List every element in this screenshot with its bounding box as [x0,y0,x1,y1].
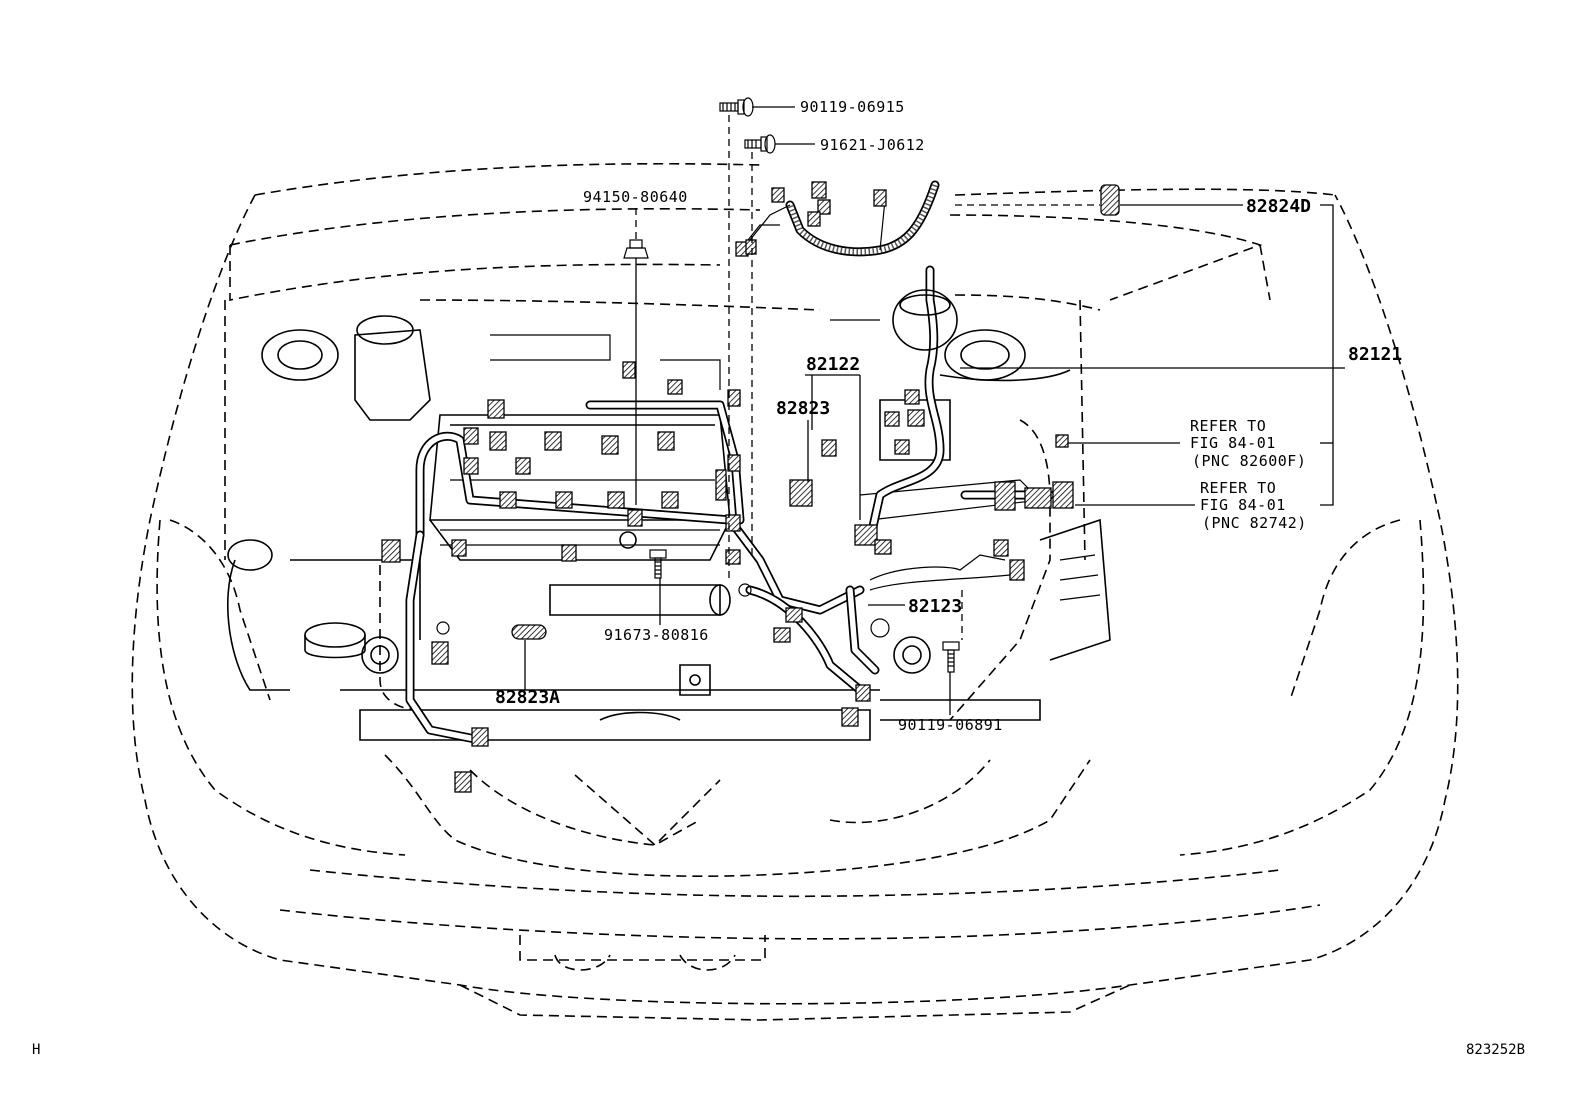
bolt-icon [649,549,667,579]
leader-lines [524,106,1345,715]
bolt-icon [942,641,960,673]
part-label-82122: 82122 [806,354,860,375]
reference-line-3: (PNC 82600F) [1192,452,1306,470]
part-label-82123: 82123 [908,596,962,617]
figure-code: 823252B [1466,1042,1525,1058]
footer-left-code: H [32,1042,40,1058]
bolt-icon [744,134,776,154]
part-label-90119-06891: 90119-06891 [898,716,1003,734]
reference-note-2: REFER TO FIG 84-01 (PNC 82742) [1200,479,1307,532]
clamp-icon [436,583,890,638]
part-label-91673-80816: 91673-80816 [604,626,709,644]
part-label-91621-j0612: 91621-J0612 [820,136,925,154]
reference-line-2: FIG 84-01 [1200,496,1286,514]
reference-line-1: REFER TO [1190,417,1266,435]
reference-note-1: REFER TO FIG 84-01 (PNC 82600F) [1190,417,1306,470]
engine-bay-components [226,315,1111,741]
part-label-90119-06915: 90119-06915 [800,98,905,116]
part-label-82121: 82121 [1348,344,1402,365]
connectors [381,181,1120,793]
part-label-82823: 82823 [776,398,830,419]
part-label-82823a: 82823A [495,687,560,708]
part-label-82824d: 82824D [1246,196,1311,217]
vehicle-body-outline [131,162,1459,1021]
part-labels: 90119-06915 91621-J0612 94150-80640 8282… [495,98,1402,734]
nut-icon [623,239,649,259]
fasteners [436,97,960,673]
reference-line-2: FIG 84-01 [1190,434,1276,452]
reference-line-3: (PNC 82742) [1202,514,1307,532]
reference-line-1: REFER TO [1200,479,1276,497]
part-label-94150-80640: 94150-80640 [583,188,688,206]
bolt-icon [719,97,754,117]
